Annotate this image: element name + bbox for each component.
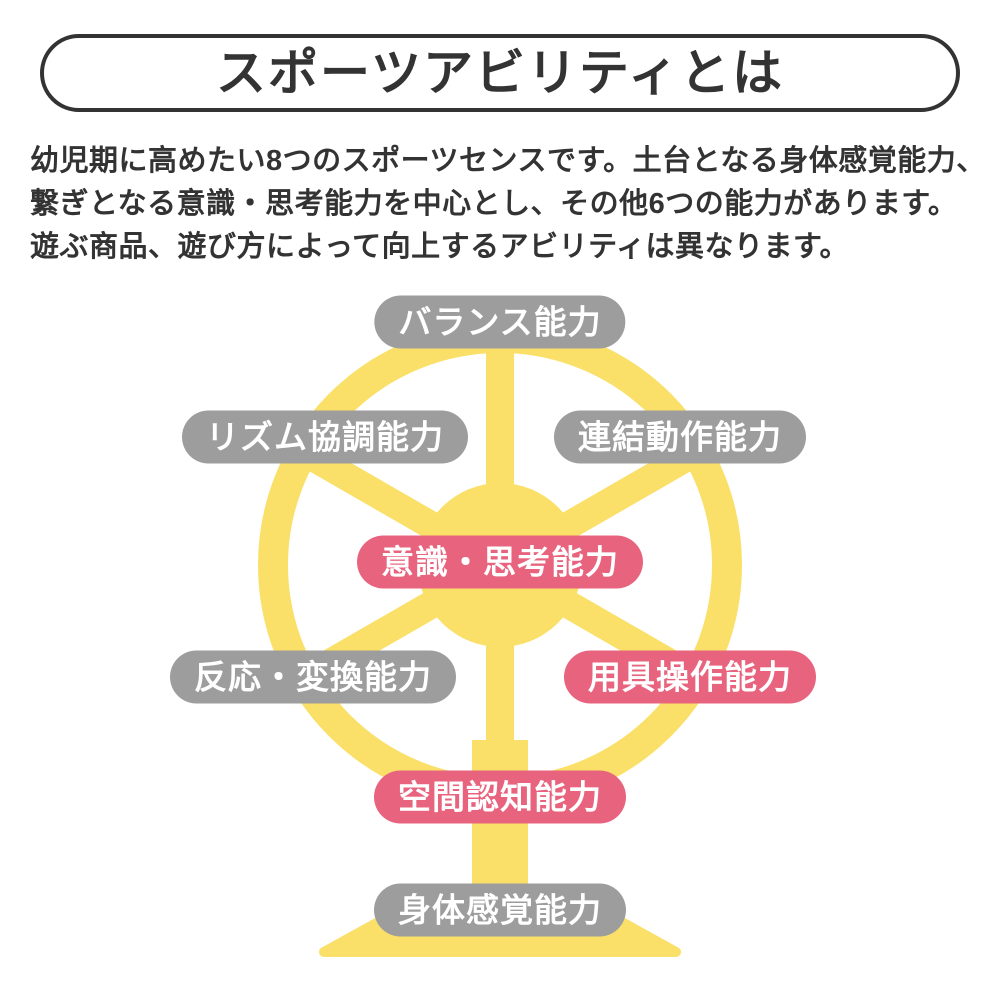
description-text: 幼児期に高めたい8つのスポーツセンスです。土台となる身体感覚能力、 繋ぎとなる意…: [30, 140, 986, 269]
ability-pill-balance: バランス能力: [374, 295, 626, 349]
description-line-2: 繋ぎとなる意識・思考能力を中心とし、その他6つの能力があります。: [30, 187, 958, 220]
description-line-3: 遊ぶ商品、遊び方によって向上するアビリティは異なります。: [30, 230, 850, 263]
page-title: スポーツアビリティとは: [216, 45, 784, 101]
ability-pill-reaction-conversion: 反応・変換能力: [170, 650, 456, 704]
ability-pill-awareness-thinking: 意識・思考能力: [357, 535, 643, 589]
ability-pill-body-sense: 身体感覚能力: [374, 883, 626, 937]
ability-pill-rhythm: リズム協調能力: [182, 410, 468, 464]
ability-pill-linked-motion: 連結動作能力: [554, 410, 806, 464]
title-box: スポーツアビリティとは: [40, 34, 960, 112]
ability-pill-tool-operation: 用具操作能力: [564, 650, 816, 704]
description-line-1: 幼児期に高めたい8つのスポーツセンスです。土台となる身体感覚能力、: [30, 145, 986, 177]
ability-pill-spatial-awareness: 空間認知能力: [374, 770, 626, 824]
